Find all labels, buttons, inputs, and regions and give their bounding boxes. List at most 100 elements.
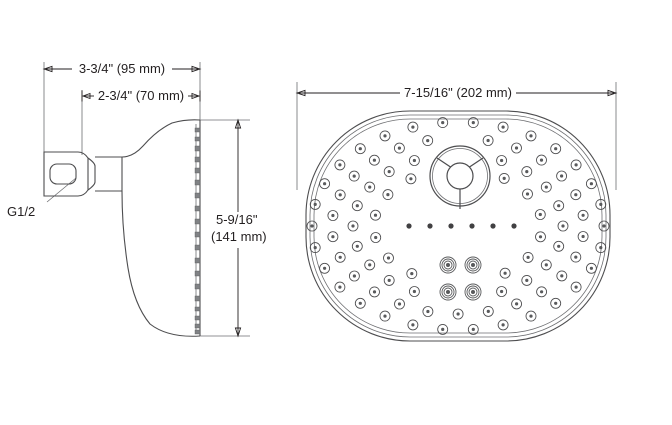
spray-nozzle — [393, 142, 405, 154]
neck-block — [95, 156, 123, 192]
spray-nozzle — [553, 200, 565, 212]
spray-nozzle — [408, 286, 420, 297]
front-view-group: 7-15/16" (202 mm) — [295, 82, 618, 342]
spray-nozzle — [498, 172, 510, 184]
concentric-nozzle — [464, 283, 482, 301]
small-dot — [427, 223, 433, 229]
spray-nozzle — [334, 189, 346, 201]
spray-nozzle — [577, 231, 589, 242]
spray-nozzle — [383, 166, 395, 178]
concentric-nozzle — [464, 256, 482, 274]
side-view-group: 3-3/4" (95 mm) 2-3/4" (70 mm) 5-9/16" (1… — [7, 61, 267, 338]
spray-nozzle — [570, 159, 582, 171]
spray-nozzle — [394, 298, 405, 310]
spray-nozzle — [535, 231, 546, 243]
spray-nozzle — [354, 143, 366, 155]
spray-nozzle — [511, 142, 522, 154]
spray-nozzle — [347, 220, 359, 232]
spray-nozzle — [467, 117, 479, 129]
spray-nozzle — [348, 270, 360, 282]
spray-nozzle — [370, 232, 382, 243]
dimension-face-height: 5-9/16" (141 mm) — [200, 118, 267, 338]
spray-nozzle — [511, 298, 523, 310]
spray-nozzle — [407, 121, 419, 133]
spray-nozzle — [334, 251, 346, 263]
spray-nozzle — [334, 159, 346, 171]
inlet-fitting — [43, 151, 96, 197]
spray-nozzle — [452, 308, 464, 320]
spray-nozzle — [536, 154, 547, 166]
spray-nozzle — [422, 135, 434, 147]
spray-nozzle — [383, 274, 395, 286]
callout-inlet-thread: G1/2 — [7, 177, 77, 219]
spray-nozzle — [334, 281, 346, 293]
inlet-thread-bore — [49, 163, 77, 185]
spray-nozzle — [595, 198, 607, 210]
spray-nozzle — [522, 188, 533, 200]
arrowhead-left — [295, 89, 306, 97]
small-dot — [490, 223, 496, 229]
callout-label-g12: G1/2 — [7, 204, 35, 219]
dimension-overall-depth: 3-3/4" (95 mm) — [42, 61, 202, 76]
spray-nozzle — [383, 252, 394, 264]
face-nozzle-tabs — [194, 127, 201, 335]
spray-nozzle — [306, 220, 318, 232]
spray-nozzle — [570, 281, 582, 293]
spray-nozzle — [406, 268, 418, 280]
spray-nozzle — [327, 210, 339, 221]
outline-contour-2 — [309, 114, 607, 338]
dimension-overall-width: 7-15/16" (202 mm) — [295, 85, 618, 100]
body-upper-curve — [121, 119, 201, 158]
spray-nozzle — [437, 117, 449, 129]
leader-line-g12 — [46, 177, 77, 203]
arrowhead-top — [234, 118, 242, 129]
center-hub — [429, 145, 491, 209]
small-dot — [448, 223, 454, 229]
spray-nozzle — [499, 267, 511, 279]
spray-nozzle — [467, 323, 479, 335]
spray-nozzle — [534, 209, 546, 220]
hub-spoke-upper-right — [469, 157, 484, 168]
outline-contour-3 — [313, 118, 603, 334]
spray-nozzle — [437, 323, 449, 335]
arrowhead-right — [607, 89, 618, 97]
arrowhead-left — [42, 65, 53, 73]
spray-nozzle — [348, 170, 360, 182]
arrowhead-left — [81, 92, 91, 100]
spray-nozzle — [368, 154, 380, 166]
body-lower-curve — [121, 190, 201, 337]
arrowhead-bottom — [234, 327, 242, 338]
spray-nozzle — [598, 220, 610, 232]
spray-nozzle — [354, 297, 366, 309]
arrowhead-right — [191, 65, 202, 73]
dimension-label-face-height-line2: (141 mm) — [211, 229, 267, 244]
spray-nozzle — [351, 200, 363, 212]
dimension-label-overall-depth: 3-3/4" (95 mm) — [79, 61, 165, 76]
spray-nozzle — [585, 178, 597, 190]
spray-nozzle — [556, 170, 568, 182]
spray-nozzle — [536, 286, 548, 298]
spray-nozzle — [319, 262, 331, 274]
spray-nozzle — [540, 259, 552, 271]
spray-nozzle-field — [306, 117, 610, 335]
spray-nozzle — [319, 178, 331, 190]
spray-nozzle — [525, 310, 537, 322]
spray-nozzle — [482, 135, 494, 146]
spray-nozzle — [496, 155, 508, 166]
spray-nozzle — [522, 251, 534, 263]
spray-nozzle — [405, 173, 417, 185]
spray-nozzle — [364, 181, 376, 193]
spray-nozzle — [408, 155, 420, 166]
small-dot — [406, 223, 412, 229]
spray-nozzle — [553, 240, 565, 252]
spray-nozzle — [497, 319, 509, 331]
spray-nozzle — [595, 242, 607, 254]
spray-nozzle — [525, 130, 537, 142]
spray-nozzle — [364, 259, 376, 271]
dimension-label-body-depth: 2-3/4" (70 mm) — [98, 88, 184, 103]
spray-nozzle — [585, 262, 597, 274]
spray-nozzle — [379, 130, 391, 142]
small-dot — [511, 223, 517, 229]
spray-nozzle — [497, 121, 509, 133]
